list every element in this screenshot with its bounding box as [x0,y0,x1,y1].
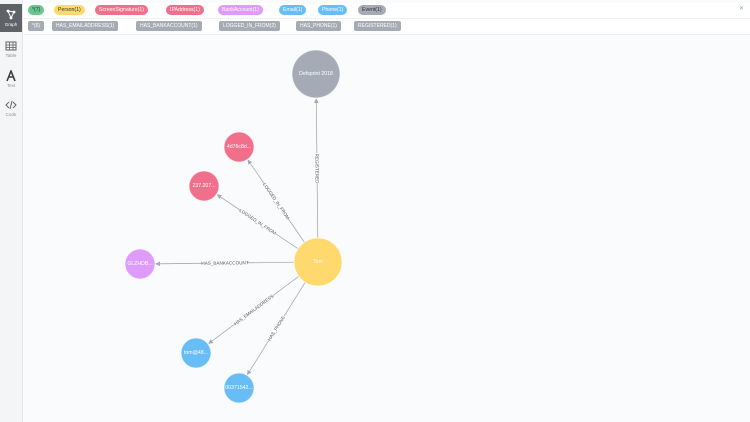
sidebar-item-table[interactable]: Table [0,35,22,63]
edge-label: LOGGED_IN_FROM [238,208,277,236]
node-circle[interactable] [188,170,220,202]
text-icon [6,70,16,82]
sidebar-item-code[interactable]: Code [0,94,22,122]
graph-node-email[interactable]: tom@48... [180,337,212,369]
graph-node-screen[interactable]: 4d76c8d... [223,131,255,163]
edge-label-background [313,152,321,185]
sidebar-item-label: Code [5,112,17,117]
edge-label-background [265,314,287,343]
node-circle[interactable] [180,337,212,369]
sidebar-item-graph[interactable]: Graph [0,4,22,32]
graph-node-tom[interactable]: Tom [293,237,343,287]
legend-chip-phone[interactable]: Phone(1) [318,5,348,15]
sidebar-item-label: Graph [4,22,18,27]
node-label: 237.207... [192,183,215,189]
legend-chip-person[interactable]: Person(1) [54,5,85,15]
legend-chip-ipaddress[interactable]: IPAddress(1) [166,5,204,15]
node-label: GLZHDB... [127,261,152,267]
node-circle[interactable] [293,237,343,287]
legend-chip-logged-in-from[interactable]: LOGGED_IN_FROM(2) [219,21,280,31]
node-circle[interactable] [124,248,156,280]
legend-chip-has-phone[interactable]: HAS_PHONE(1) [296,21,341,31]
node-label: Tom [313,259,323,265]
edge-label: LOGGED_IN_FROM [262,182,291,220]
legend-chip-registered[interactable]: REGISTERED(1) [354,21,401,31]
node-label: 4d76c8d... [227,144,251,150]
sidebar: Graph Table Text Code [0,0,23,422]
node-circle[interactable] [291,49,341,99]
node-label: 00371542... [225,385,252,391]
graph-icon [6,9,16,20]
graph-node-event[interactable]: Defsprint 2018 [291,49,341,99]
edge-label: HAS_BANKACCOUNT [201,260,248,266]
legend-chip-screen-signature[interactable]: ScreenSignature(1) [95,5,148,15]
legend-chip-event[interactable]: Event(1) [358,5,386,15]
node-label: tom@48... [184,350,208,356]
edge-label-background [238,207,278,237]
edge-label: REGISTERED [314,154,319,185]
legend-chip-bankaccount[interactable]: BankAccount(1) [218,5,263,15]
table-icon [5,41,17,51]
legend-chip-has-emailaddress[interactable]: HAS_EMAILADDRESS(1) [52,21,119,31]
sidebar-item-label: Table [5,53,17,58]
graph-node-phone[interactable]: 00371542... [223,372,255,404]
edge-label-background [232,292,275,327]
legend-chip-all-relationships[interactable]: *(6) [28,21,45,31]
node-label: Defsprint 2018 [299,71,333,77]
node-label-legend: *(7) Person(1) ScreenSignature(1) IPAddr… [23,3,750,19]
graph-node-bank[interactable]: GLZHDB... [124,248,156,280]
legend-chip-email[interactable]: Email(1) [279,5,307,15]
node-circle[interactable] [223,372,255,404]
edge-label-background [261,181,291,221]
sidebar-item-label: Text [6,83,16,88]
sidebar-item-text[interactable]: Text [0,65,22,93]
graph-node-ip[interactable]: 237.207... [188,170,220,202]
edge-label-background [202,259,248,267]
legend-chip-all-nodes[interactable]: *(7) [28,5,45,15]
code-icon [5,100,17,110]
legend-chip-has-bankaccount[interactable]: HAS_BANKACCOUNT(1) [136,21,202,31]
node-circle[interactable] [223,131,255,163]
relationship-type-legend: *(6) HAS_EMAILADDRESS(1) HAS_BANKACCOUNT… [23,19,750,35]
close-icon[interactable]: ✕ [738,6,744,12]
edge-label: HAS_EMAILADDRESS [233,294,274,327]
edge-label: HAS_PHONE [267,315,286,342]
